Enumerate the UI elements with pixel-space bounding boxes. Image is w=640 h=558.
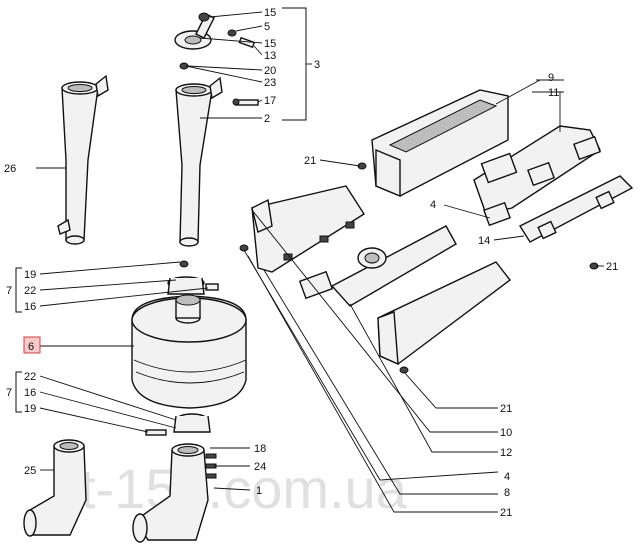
part-labels: 15 5 15 13 20 23 3 17 2 9 11 26 21 4 14 …	[4, 7, 618, 519]
exhaust-manifold-upper	[473, 125, 601, 227]
muffler	[131, 294, 247, 409]
exhaust-pipe-right	[175, 76, 259, 247]
lower-clamp	[145, 413, 211, 436]
label-20[interactable]: 20	[264, 65, 276, 77]
watermark: t-150.com.ua	[80, 457, 408, 520]
label-22-upper[interactable]: 22	[24, 285, 36, 297]
gasket-strip	[518, 175, 634, 270]
exhaust-pipe-left	[57, 74, 109, 245]
label-23[interactable]: 23	[264, 77, 276, 89]
label-8[interactable]: 8	[504, 487, 510, 499]
label-3[interactable]: 3	[314, 59, 320, 71]
label-14[interactable]: 14	[478, 235, 490, 247]
rain-cap-assembly	[174, 12, 256, 70]
label-7-upper[interactable]: 7	[6, 285, 12, 297]
label-11[interactable]: 11	[548, 87, 559, 99]
label-2[interactable]: 2	[264, 113, 270, 125]
label-15-top[interactable]: 15	[264, 7, 276, 19]
label-24[interactable]: 24	[254, 461, 266, 473]
exhaust-manifold-middle	[298, 225, 457, 307]
label-6[interactable]: 6	[28, 341, 34, 353]
elbow-left	[23, 439, 87, 537]
label-25[interactable]: 25	[24, 465, 36, 477]
label-13[interactable]: 13	[264, 50, 276, 62]
label-12[interactable]: 12	[500, 447, 512, 459]
lower-heat-shield	[357, 162, 511, 374]
heat-shield-bracket	[239, 185, 365, 273]
label-21-mid[interactable]: 21	[500, 403, 512, 415]
label-15-mid[interactable]: 15	[264, 38, 276, 50]
label-22-lower[interactable]: 22	[24, 371, 36, 383]
label-4-bottom[interactable]: 4	[504, 471, 510, 483]
upper-clamp	[167, 260, 219, 295]
label-16-upper[interactable]: 16	[24, 301, 36, 313]
label-21-upper[interactable]: 21	[304, 155, 316, 167]
label-21-bottom[interactable]: 21	[500, 507, 512, 519]
label-17[interactable]: 17	[264, 95, 276, 107]
label-4-right[interactable]: 4	[430, 199, 436, 211]
label-19-lower[interactable]: 19	[24, 403, 36, 415]
label-10[interactable]: 10	[500, 427, 512, 439]
label-16-lower[interactable]: 16	[24, 387, 36, 399]
label-26[interactable]: 26	[4, 163, 16, 175]
label-18[interactable]: 18	[254, 443, 266, 455]
label-1[interactable]: 1	[256, 485, 262, 497]
leader-lines	[15, 7, 604, 513]
label-19-upper[interactable]: 19	[24, 269, 36, 281]
label-9[interactable]: 9	[548, 72, 554, 84]
label-21-right[interactable]: 21	[606, 261, 618, 273]
label-7-lower[interactable]: 7	[6, 387, 12, 399]
elbow-right	[132, 443, 217, 543]
selected-part-highlight	[23, 336, 41, 354]
label-5[interactable]: 5	[264, 21, 270, 33]
manifold-cover	[371, 89, 509, 198]
